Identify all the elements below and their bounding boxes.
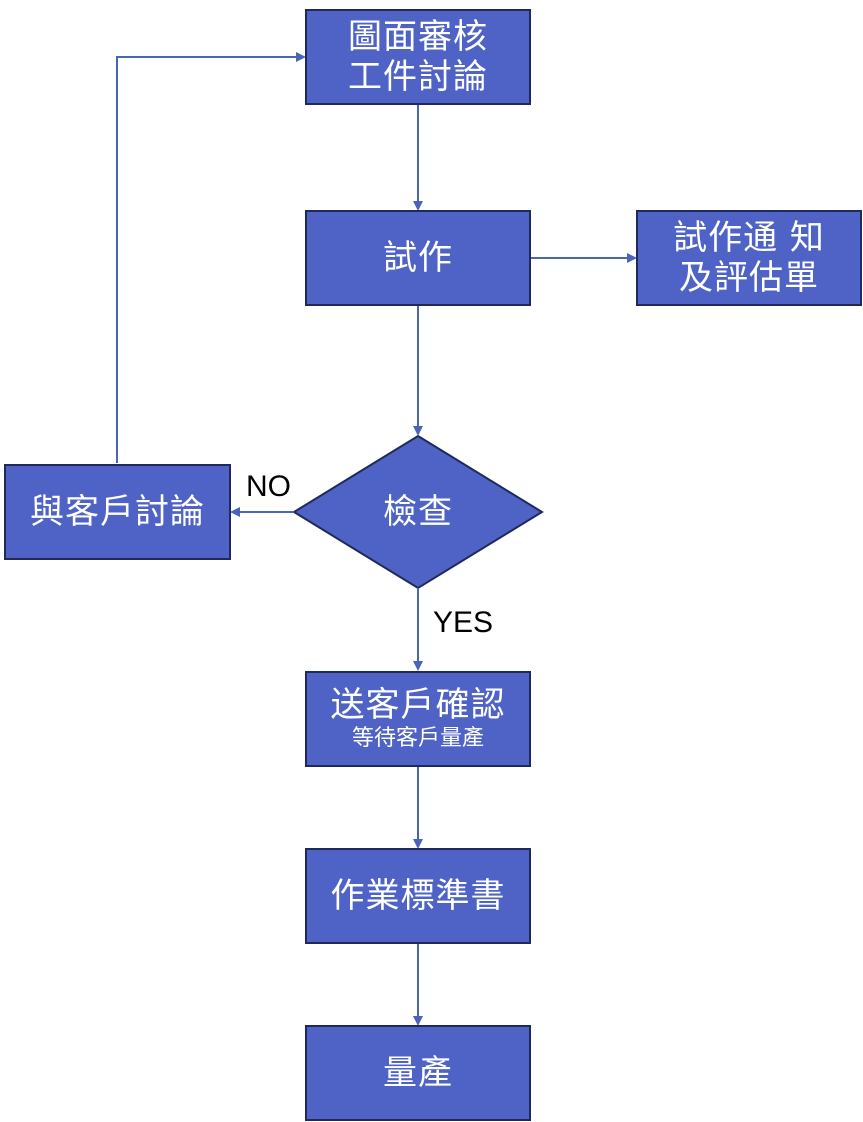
mass-production-node: 量產 — [305, 1025, 531, 1121]
discuss-node: 與客戶討論 — [4, 464, 231, 560]
trial-node: 試作 — [305, 210, 531, 306]
confirm-node: 送客戶確認 等待客戶量產 — [305, 671, 531, 767]
notice-line1: 試作通 知 — [673, 218, 825, 258]
sop-label: 作業標準書 — [330, 876, 506, 916]
confirm-line1: 送客戶確認 — [330, 685, 506, 725]
sop-node: 作業標準書 — [305, 848, 531, 944]
mass-production-label: 量產 — [383, 1053, 453, 1093]
arrow-discuss-to-review — [116, 52, 306, 463]
review-line1: 圖面審核 — [348, 17, 488, 57]
confirm-line2: 等待客戶量產 — [351, 726, 484, 751]
notice-line2: 及評估單 — [679, 258, 819, 298]
notice-node: 試作通 知 及評估單 — [636, 210, 862, 306]
review-line2: 工件討論 — [348, 57, 488, 97]
check-label: 檢查 — [383, 492, 453, 532]
no-branch-label: NO — [246, 470, 291, 503]
yes-branch-label: YES — [433, 606, 494, 639]
trial-label: 試作 — [383, 238, 453, 278]
discuss-label: 與客戶討論 — [30, 492, 205, 532]
review-node: 圖面審核 工件討論 — [305, 9, 531, 105]
